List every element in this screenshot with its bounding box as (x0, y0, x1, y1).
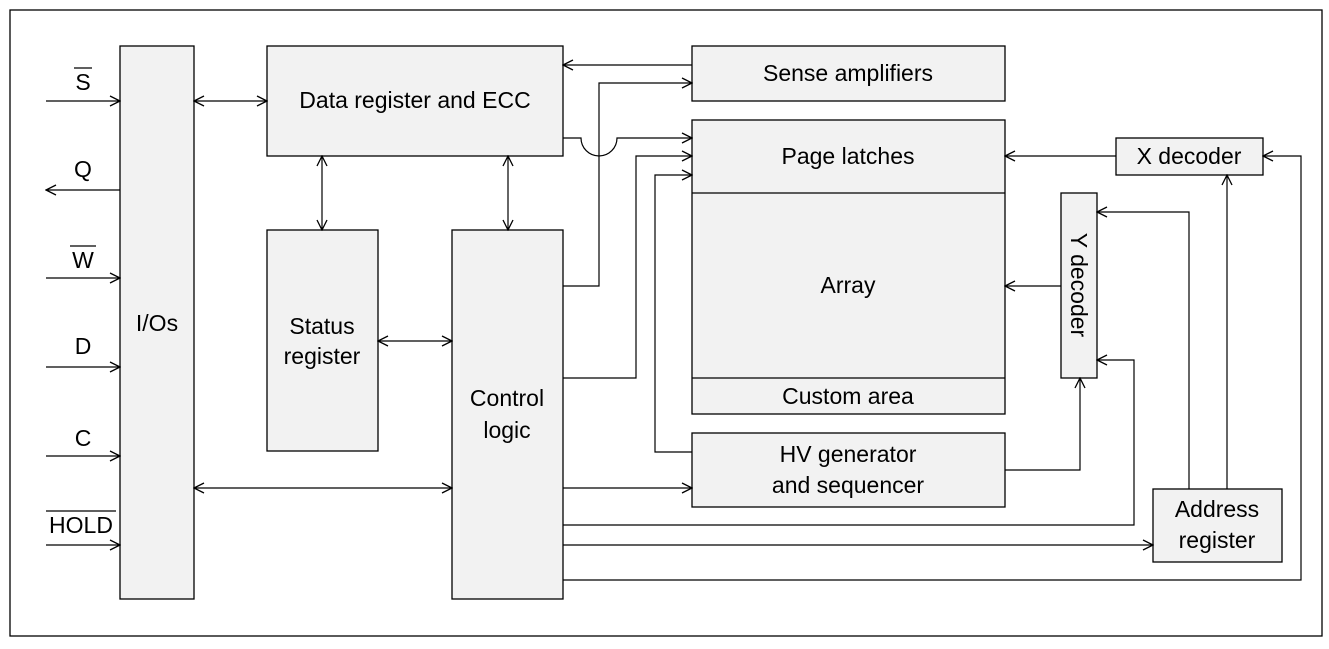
sense-amplifiers-label: Sense amplifiers (763, 60, 933, 86)
link-control-sense (563, 83, 692, 287)
link-control-page-latches (563, 156, 692, 379)
link-hv-page-latches (654, 175, 692, 453)
status-register-label-line1: Status (289, 313, 354, 339)
pin-w-label: W (72, 247, 94, 273)
link-address-y-decoder (1097, 212, 1190, 489)
pin-hold-label: HOLD (49, 512, 113, 538)
array-label: Array (821, 272, 876, 298)
pins: S Q W D C HOLD (46, 67, 120, 545)
ios-label: I/Os (136, 310, 178, 336)
sense-amplifiers-block: Sense amplifiers (691, 45, 1006, 102)
link-hv-y-decoder (1005, 378, 1080, 471)
control-logic-label-line1: Control (470, 385, 544, 411)
custom-area-label: Custom area (782, 383, 914, 409)
x-decoder-label: X decoder (1137, 143, 1242, 169)
control-logic-label-line2: logic (483, 417, 530, 443)
y-decoder-label: Y decoder (1066, 233, 1092, 338)
x-decoder-block: X decoder (1115, 137, 1264, 176)
address-register-block: Address register (1152, 488, 1283, 563)
address-register-label-line1: Address (1175, 496, 1259, 522)
pin-q-label: Q (74, 156, 92, 182)
pin-s-label: S (75, 69, 90, 95)
diagram-frame (9, 9, 1323, 637)
pin-c-label: C (75, 425, 92, 451)
hv-generator-label-line2: and sequencer (772, 472, 925, 498)
hv-generator-block: HV generator and sequencer (691, 432, 1006, 508)
pin-d-label: D (75, 333, 92, 359)
status-register-label-line2: register (284, 343, 361, 369)
hv-generator-label-line1: HV generator (780, 441, 917, 467)
data-register-label: Data register and ECC (299, 87, 530, 113)
data-register-block: Data register and ECC (266, 45, 564, 157)
memory-array-block: Page latches Array Custom area (691, 119, 1006, 415)
status-register-block: Status register (266, 229, 379, 452)
control-logic-block: Control logic (451, 229, 564, 600)
connections (194, 65, 1302, 581)
link-control-y-decoder (563, 360, 1135, 526)
address-register-label-line2: register (1179, 527, 1256, 553)
y-decoder-block: Y decoder (1060, 192, 1098, 379)
page-latches-label: Page latches (782, 143, 915, 169)
ios-block: I/Os (119, 45, 195, 600)
link-control-x-decoder (563, 156, 1302, 581)
